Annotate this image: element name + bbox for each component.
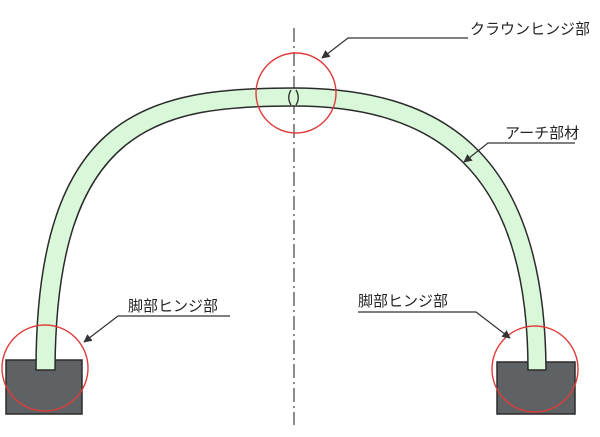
arch-member-leader [463,142,575,163]
crown-hinge-symbol [288,89,299,106]
left-foot-hinge-label: 脚部ヒンジ部 [128,297,218,315]
left-foot-hinge-leader [83,315,230,343]
arch-member-label: アーチ部材 [505,124,579,142]
right-foot-hinge-label: 脚部ヒンジ部 [358,292,448,310]
crown-hinge-circle [255,52,337,134]
arch-member [35,87,547,371]
crown-hinge-leader [321,37,468,59]
right-foot-hinge-leader [358,311,511,339]
left-foot-hinge-circle [1,324,89,412]
right-foot-hinge-circle [491,325,579,413]
crown-hinge-label: クラウンヒンジ部 [470,20,590,38]
